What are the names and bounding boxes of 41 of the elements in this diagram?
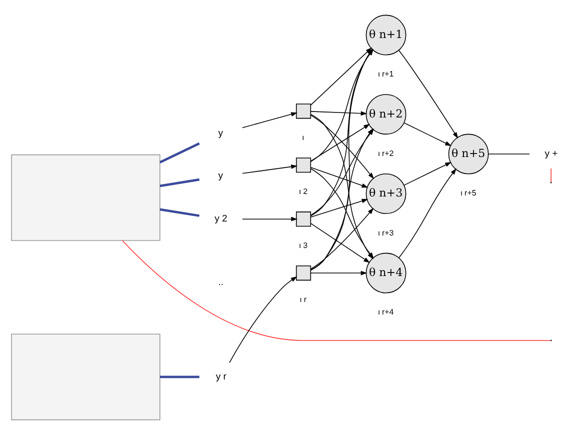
node-label: ι r+4 [378, 308, 394, 317]
node-text: y [218, 170, 223, 182]
node-box [11, 154, 160, 241]
node-box [296, 266, 312, 281]
node-label: ι r+1 [378, 70, 394, 79]
node-label: ι r [300, 295, 307, 304]
arrow [310, 124, 370, 162]
node-label: ι 3 [299, 241, 308, 250]
arrow [398, 50, 458, 138]
connector [159, 142, 200, 164]
node-label: ι r+3 [378, 228, 394, 238]
arrow [310, 111, 368, 116]
node-label: ι 2 [299, 187, 308, 196]
arrow [404, 162, 452, 186]
arrow [242, 216, 298, 222]
arrow [229, 276, 298, 364]
node-label: ι r+5 [460, 188, 476, 198]
arrow [242, 164, 298, 174]
connector [550, 168, 552, 183]
node-text: y [218, 128, 223, 139]
node-box [296, 212, 312, 227]
node-box [11, 334, 160, 420]
node-text: y r [216, 371, 226, 382]
arrow [310, 222, 370, 263]
arrow [404, 122, 452, 146]
node-box [296, 158, 312, 173]
connector [160, 376, 200, 378]
connector [160, 208, 200, 217]
label: .. [218, 277, 224, 288]
node-box [296, 104, 312, 119]
arrow [398, 168, 456, 258]
node-label: ι r+2 [378, 149, 394, 158]
node-label: ι [302, 133, 304, 142]
node-text: y + [544, 148, 558, 160]
arrow [242, 112, 298, 128]
connector [160, 178, 200, 188]
arrow [310, 270, 368, 276]
connector [122, 240, 551, 341]
arrow [310, 198, 368, 218]
node-text: y 2 [214, 214, 228, 225]
arrow [310, 166, 368, 188]
